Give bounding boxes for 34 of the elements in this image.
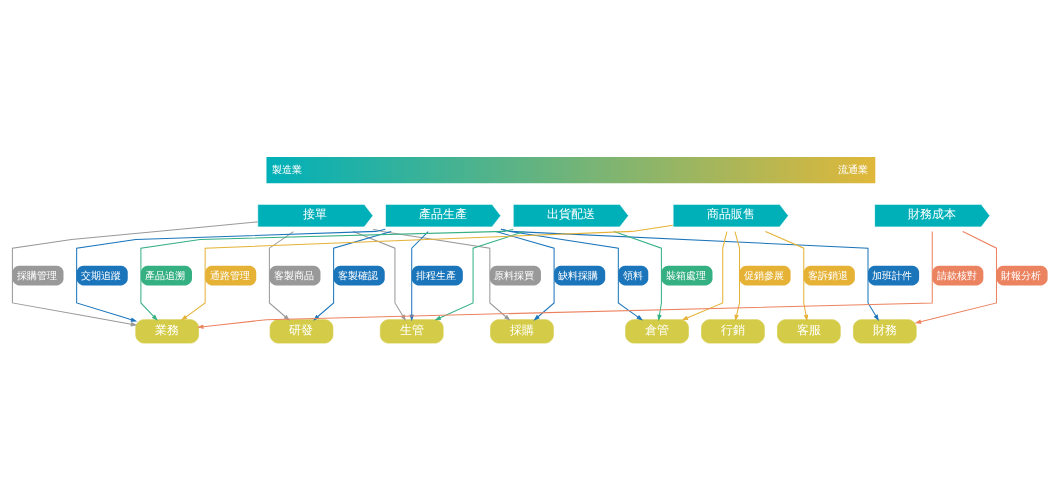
node-box: 生管 xyxy=(379,319,444,344)
arrow xyxy=(764,230,809,322)
edge-label: 缺料採購 xyxy=(558,269,599,281)
edge-label: 促銷參展 xyxy=(743,269,784,281)
node-box: 製造業 流通業 xyxy=(266,156,876,184)
node-box: 行銷 xyxy=(701,319,765,344)
arrow xyxy=(268,231,294,321)
arrow xyxy=(734,231,741,322)
edge-label: 請款核對 xyxy=(936,269,977,281)
arrow xyxy=(197,231,933,329)
edge-label: 原料採買 xyxy=(494,269,535,281)
edge-label: 領料 xyxy=(623,269,644,281)
node-box: 財務 xyxy=(853,319,917,344)
arrow xyxy=(914,230,997,324)
arrow xyxy=(434,230,526,321)
edge-label: 採購管理 xyxy=(16,269,57,281)
node-box: 業務 xyxy=(135,319,199,344)
node-box: 倉管 xyxy=(625,319,689,344)
arrow xyxy=(495,230,555,321)
edge-label: 客製商品 xyxy=(273,269,314,281)
edge-label: 裝箱處理 xyxy=(665,269,706,281)
arrow xyxy=(681,231,728,321)
node-box: 研發 xyxy=(269,319,334,344)
edge-label: 財報分析 xyxy=(1000,269,1041,281)
node-box: 採購 xyxy=(490,319,554,344)
edge-label: 排程生產 xyxy=(416,269,457,281)
edge-label: 產品追溯 xyxy=(145,269,186,281)
edge-label: 加班計件 xyxy=(872,269,913,281)
edge-label: 客製確認 xyxy=(338,269,378,281)
edge-label: 通路管理 xyxy=(209,269,250,281)
edge-label: 交期追蹤 xyxy=(81,269,122,281)
arrow xyxy=(500,228,879,322)
edge-label: 客訴銷退 xyxy=(808,269,849,281)
node-box: 客服 xyxy=(777,319,841,344)
